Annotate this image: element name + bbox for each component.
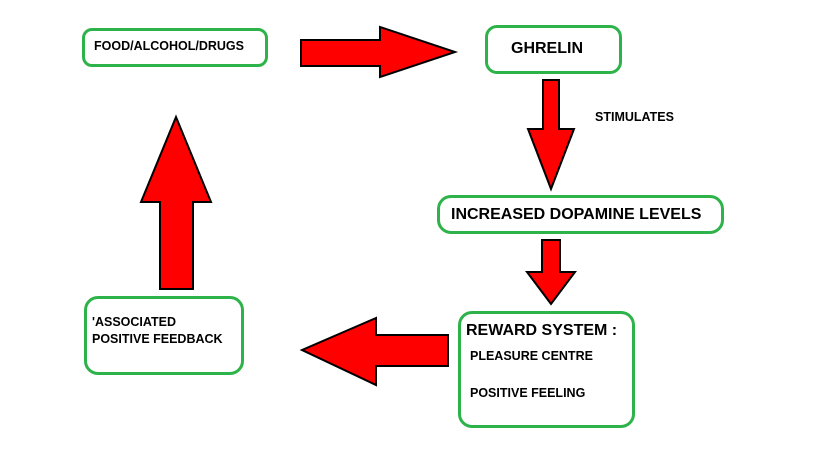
node-associated-feedback [84,296,244,375]
pleasure-centre-label: PLEASURE CENTRE [470,349,593,363]
node-reward-system [458,311,635,428]
stimulates-label: STIMULATES [595,110,674,124]
dopamine-label: INCREASED DOPAMINE LEVELS [451,206,702,223]
arrow-associated-to-food [139,114,213,290]
arrow-reward-to-associated [299,316,449,387]
node-ghrelin [485,25,622,74]
food-label: FOOD/ALCOHOL/DRUGS [94,39,244,53]
reward-system-title: REWARD SYSTEM : [466,322,618,339]
node-food-alcohol-drugs [82,28,268,67]
arrow-dopamine-to-reward [525,239,577,306]
positive-feedback-label: POSITIVE FEEDBACK [92,332,223,346]
positive-feeling-label: POSITIVE FEELING [470,386,586,400]
arrow-food-to-ghrelin [300,25,459,79]
node-increased-dopamine [437,195,724,234]
ghrelin-label: GHRELIN [511,40,583,57]
arrow-ghrelin-to-dopamine [526,79,576,192]
associated-label: 'ASSOCIATED [92,315,176,329]
